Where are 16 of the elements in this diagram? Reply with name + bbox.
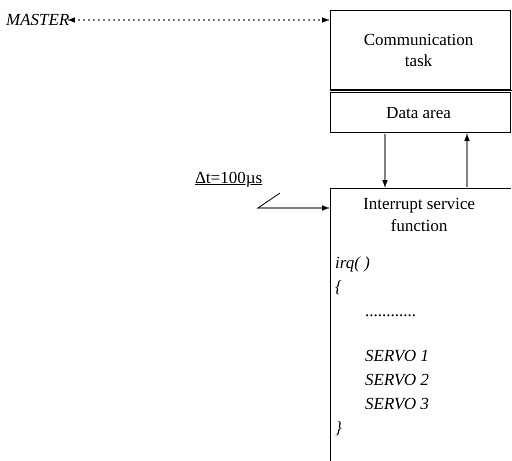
- code-line: }: [334, 416, 343, 439]
- box-heading: Interrupt service function: [362, 193, 476, 238]
- code-line: SERVO 3: [364, 392, 430, 415]
- arrow: [256, 192, 330, 211]
- text-label: Δt=100µs: [195, 168, 291, 192]
- process-box: Data area: [330, 92, 511, 133]
- code-line: SERVO 1: [364, 344, 430, 367]
- process-box: [330, 188, 511, 461]
- code-line: irq( ): [334, 252, 371, 274]
- arrow: [68, 17, 330, 23]
- code-line: {: [334, 276, 343, 298]
- arrow: [464, 134, 470, 188]
- code-line: ............: [364, 300, 417, 322]
- arrow: [382, 134, 388, 188]
- process-box: Communication task: [330, 10, 511, 90]
- code-line: SERVO 2: [364, 368, 430, 391]
